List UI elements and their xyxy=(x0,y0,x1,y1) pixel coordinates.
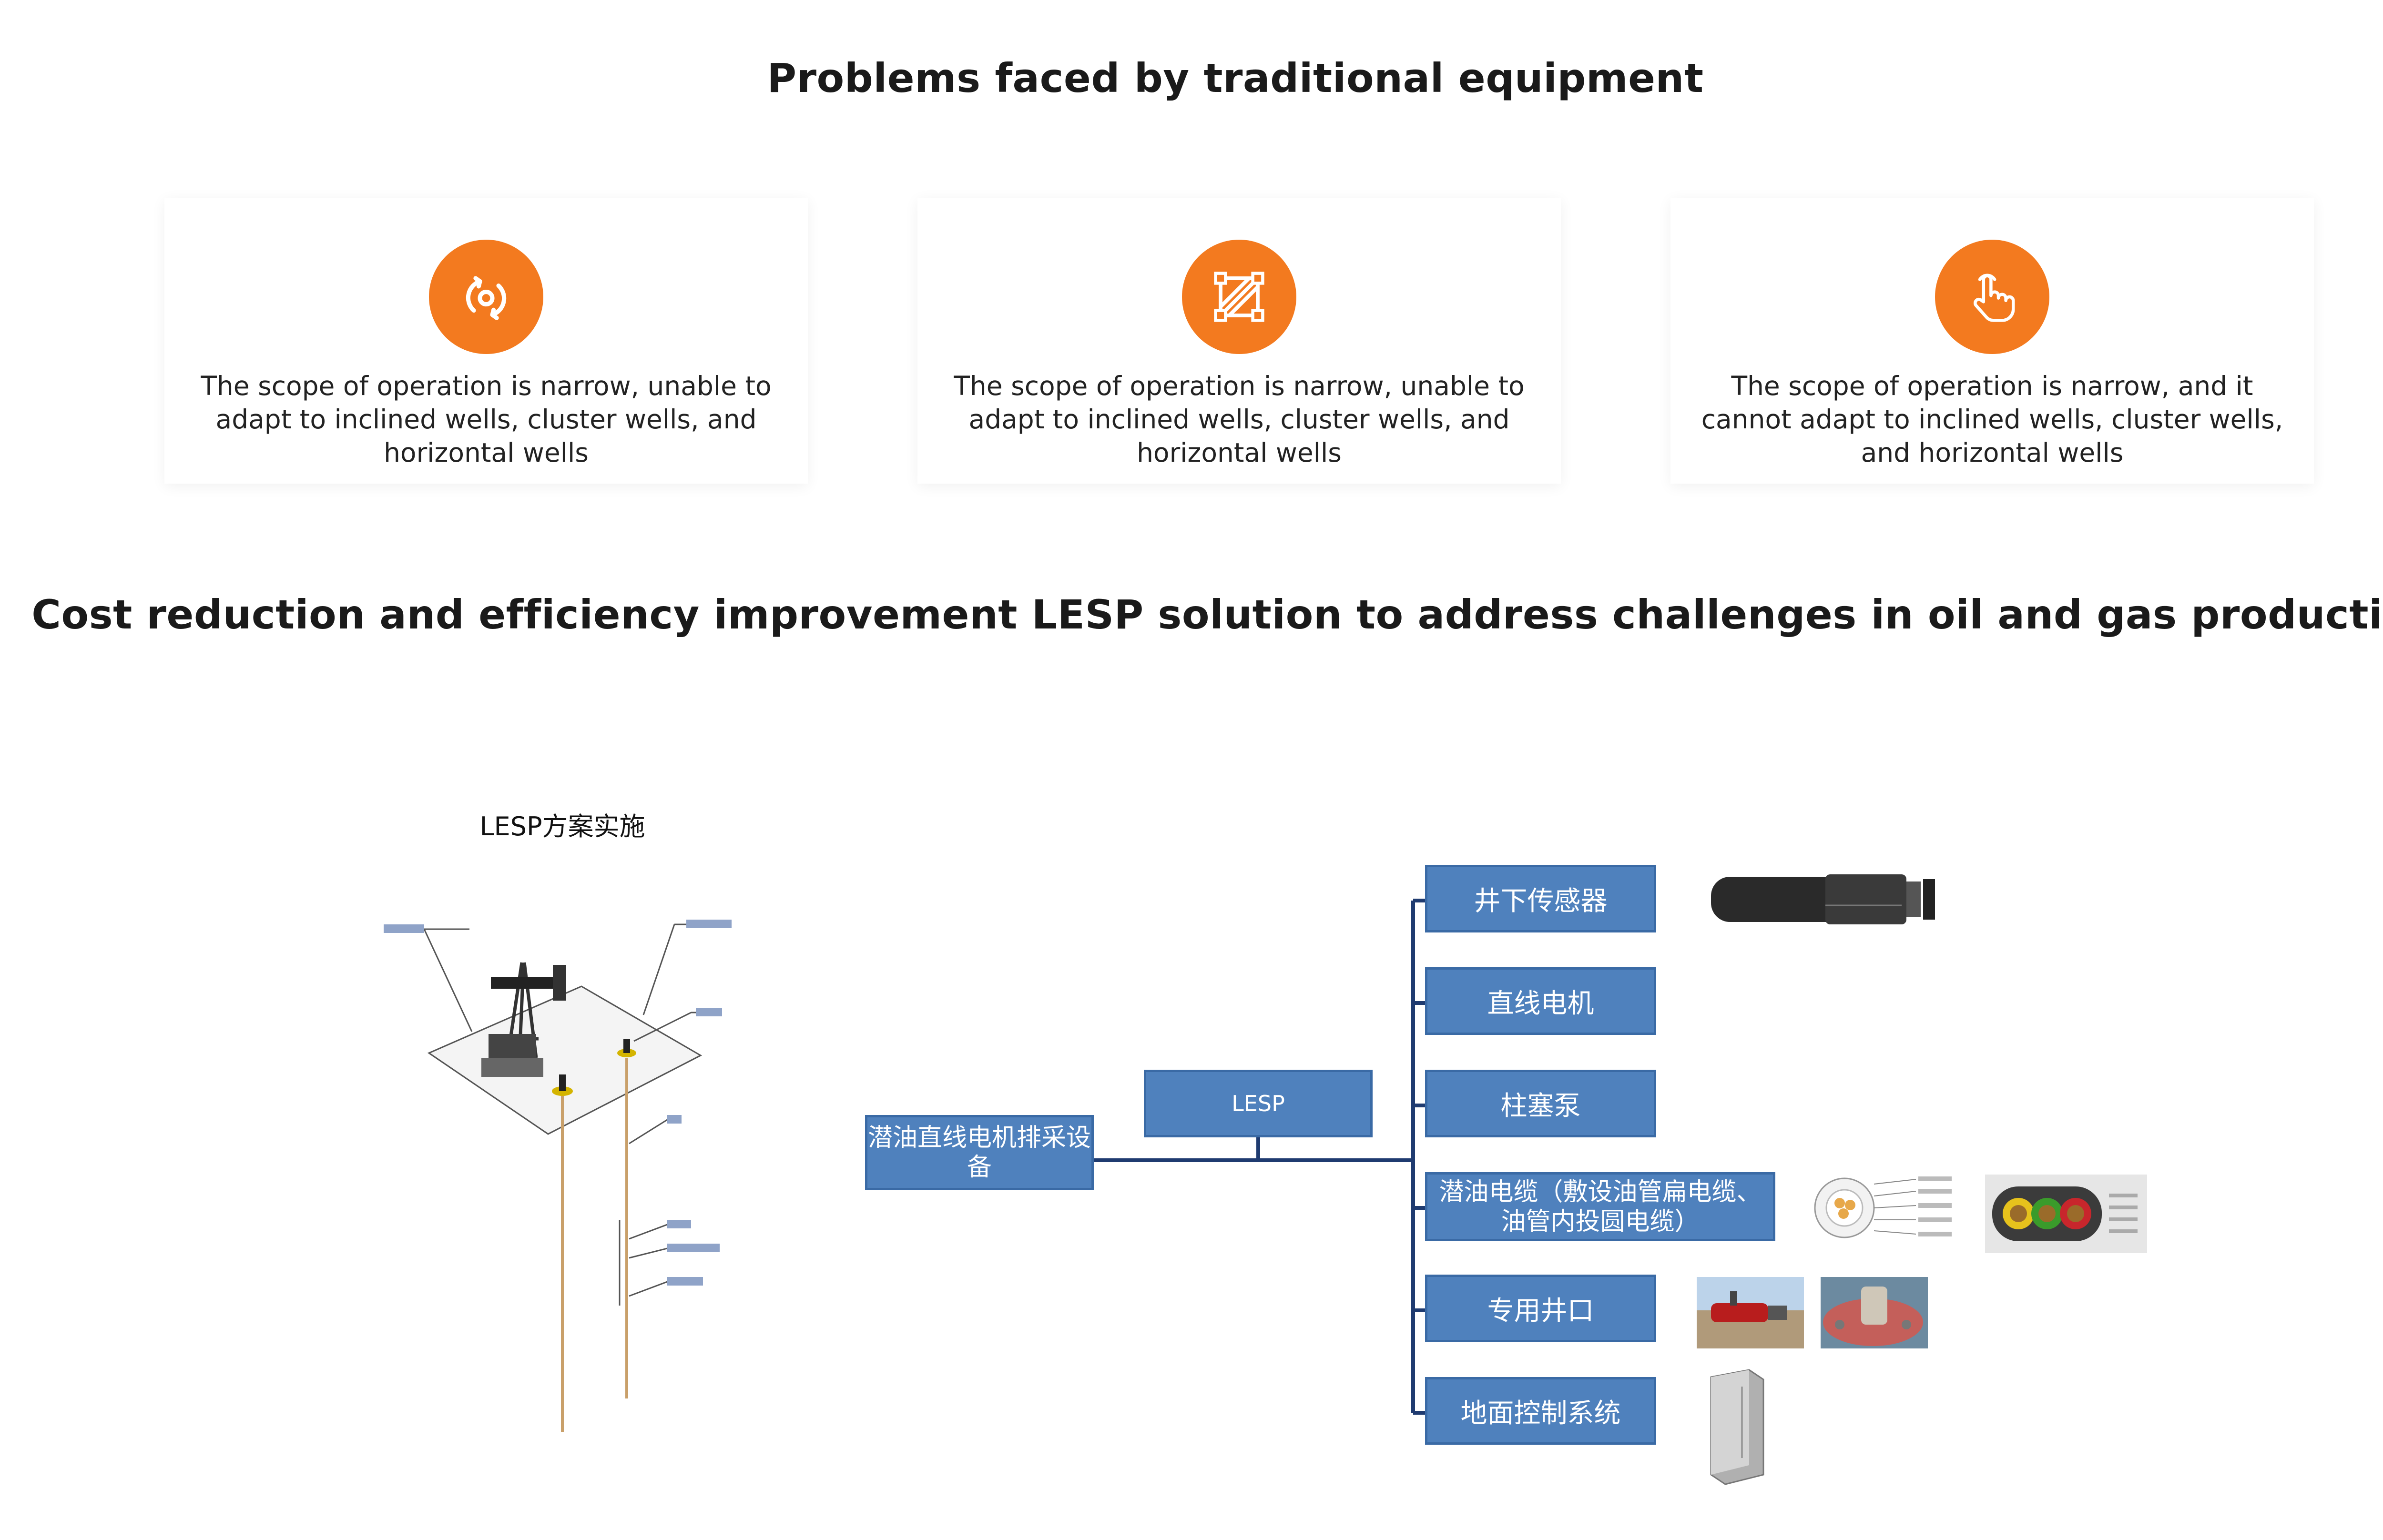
wellhead-site-photo xyxy=(1697,1277,1804,1348)
tree-hub-node: LESP xyxy=(1144,1070,1373,1137)
hand-pointer-icon xyxy=(1935,240,2049,354)
section-title-problems: Problems faced by traditional equipment xyxy=(767,55,1704,101)
control-cabinet-photo xyxy=(1710,1369,1764,1485)
branch-surface-control: 地面控制系统 xyxy=(1425,1377,1656,1445)
tree-root-node: 潜油直线电机排采设备 xyxy=(865,1115,1094,1190)
problem-text-2: The scope of operation is narrow, unable… xyxy=(954,371,1525,468)
branch-special-wellhead: 专用井口 xyxy=(1425,1275,1656,1342)
problem-text-1: The scope of operation is narrow, unable… xyxy=(201,371,772,468)
problem-card-3: The scope of operation is narrow, and it… xyxy=(1670,198,2314,484)
problem-card-2: The scope of operation is narrow, unable… xyxy=(917,198,1561,484)
branch-submersible-cable: 潜油电缆（敷设油管扁电缆、油管内投圆电缆） xyxy=(1425,1172,1775,1241)
flat-cable-photo xyxy=(1985,1175,2147,1253)
branch-linear-motor: 直线电机 xyxy=(1425,967,1656,1035)
sensor-photo xyxy=(1711,874,1935,924)
round-cable-photo xyxy=(1814,1176,1952,1238)
diagram-title: LESP方案实施 xyxy=(479,811,645,841)
rotate-target-icon xyxy=(429,240,543,354)
branch-plunger-pump: 柱塞泵 xyxy=(1425,1070,1656,1137)
problem-card-1: The scope of operation is narrow, unable… xyxy=(164,198,808,484)
branch-downhole-sensor: 井下传感器 xyxy=(1425,865,1656,932)
problem-text-3: The scope of operation is narrow, and it… xyxy=(1701,371,2283,468)
wellhead-closeup-photo xyxy=(1821,1277,1928,1348)
well-site-illustration xyxy=(384,920,732,1432)
section-title-solution: Cost reduction and efficiency improvemen… xyxy=(31,591,2383,638)
resize-frame-icon xyxy=(1182,240,1296,354)
